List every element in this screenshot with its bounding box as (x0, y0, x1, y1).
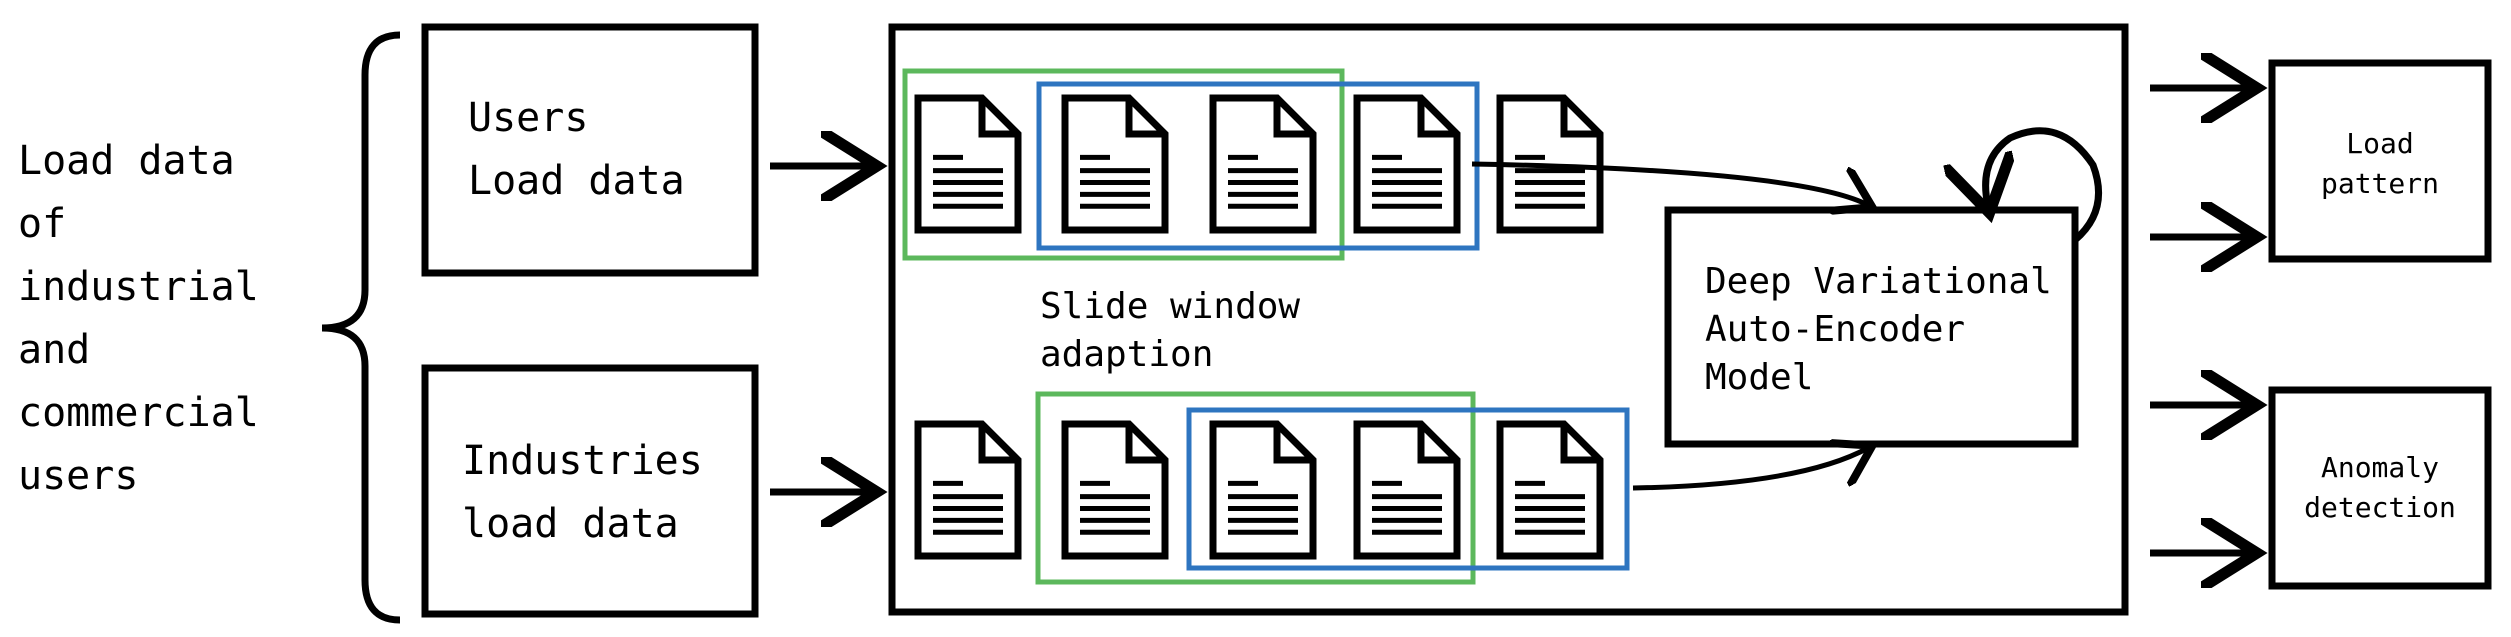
load-pattern-box (2268, 59, 2492, 263)
document-icon (1061, 420, 1169, 560)
users-load-data-label: Users Load data (468, 95, 685, 204)
slide-window-adaption-label: Slide window adaption (1040, 286, 1301, 375)
curly-brace-icon (321, 31, 401, 624)
input-description-label: Load data of industrial and commercial u… (18, 138, 259, 499)
slide-window-green-bottom (1035, 391, 1476, 585)
top-stream-to-model-arrow (1471, 161, 1868, 205)
document-icon (1496, 420, 1604, 560)
users-load-data-box (421, 23, 759, 277)
anomaly-detection-label: Anomaly detection (2304, 451, 2456, 524)
document-icon (1209, 420, 1317, 560)
processing-frame (888, 23, 2129, 616)
document-row-bottom (914, 420, 1604, 560)
industries-load-data-box (421, 364, 759, 618)
document-icon (1061, 94, 1169, 234)
document-icon (914, 420, 1022, 560)
slide-window-blue-bottom (1186, 407, 1630, 571)
anomaly-detection-box (2268, 386, 2492, 590)
document-icon (1353, 94, 1461, 234)
industries-load-data-label: Industries load data (462, 438, 703, 547)
document-icon (914, 94, 1022, 234)
document-icon (1353, 420, 1461, 560)
slide-window-green-top (902, 68, 1345, 261)
bottom-stream-to-model-arrow (1632, 448, 1868, 491)
dvae-model-box (1664, 206, 2079, 448)
document-row-top (914, 94, 1604, 234)
document-icon (1209, 94, 1317, 234)
load-pattern-label: Load pattern (2320, 127, 2439, 200)
self-loop-arrow-icon (1986, 127, 2103, 243)
dvae-model-label: Deep Variational Auto-Encoder Model (1705, 261, 2052, 398)
